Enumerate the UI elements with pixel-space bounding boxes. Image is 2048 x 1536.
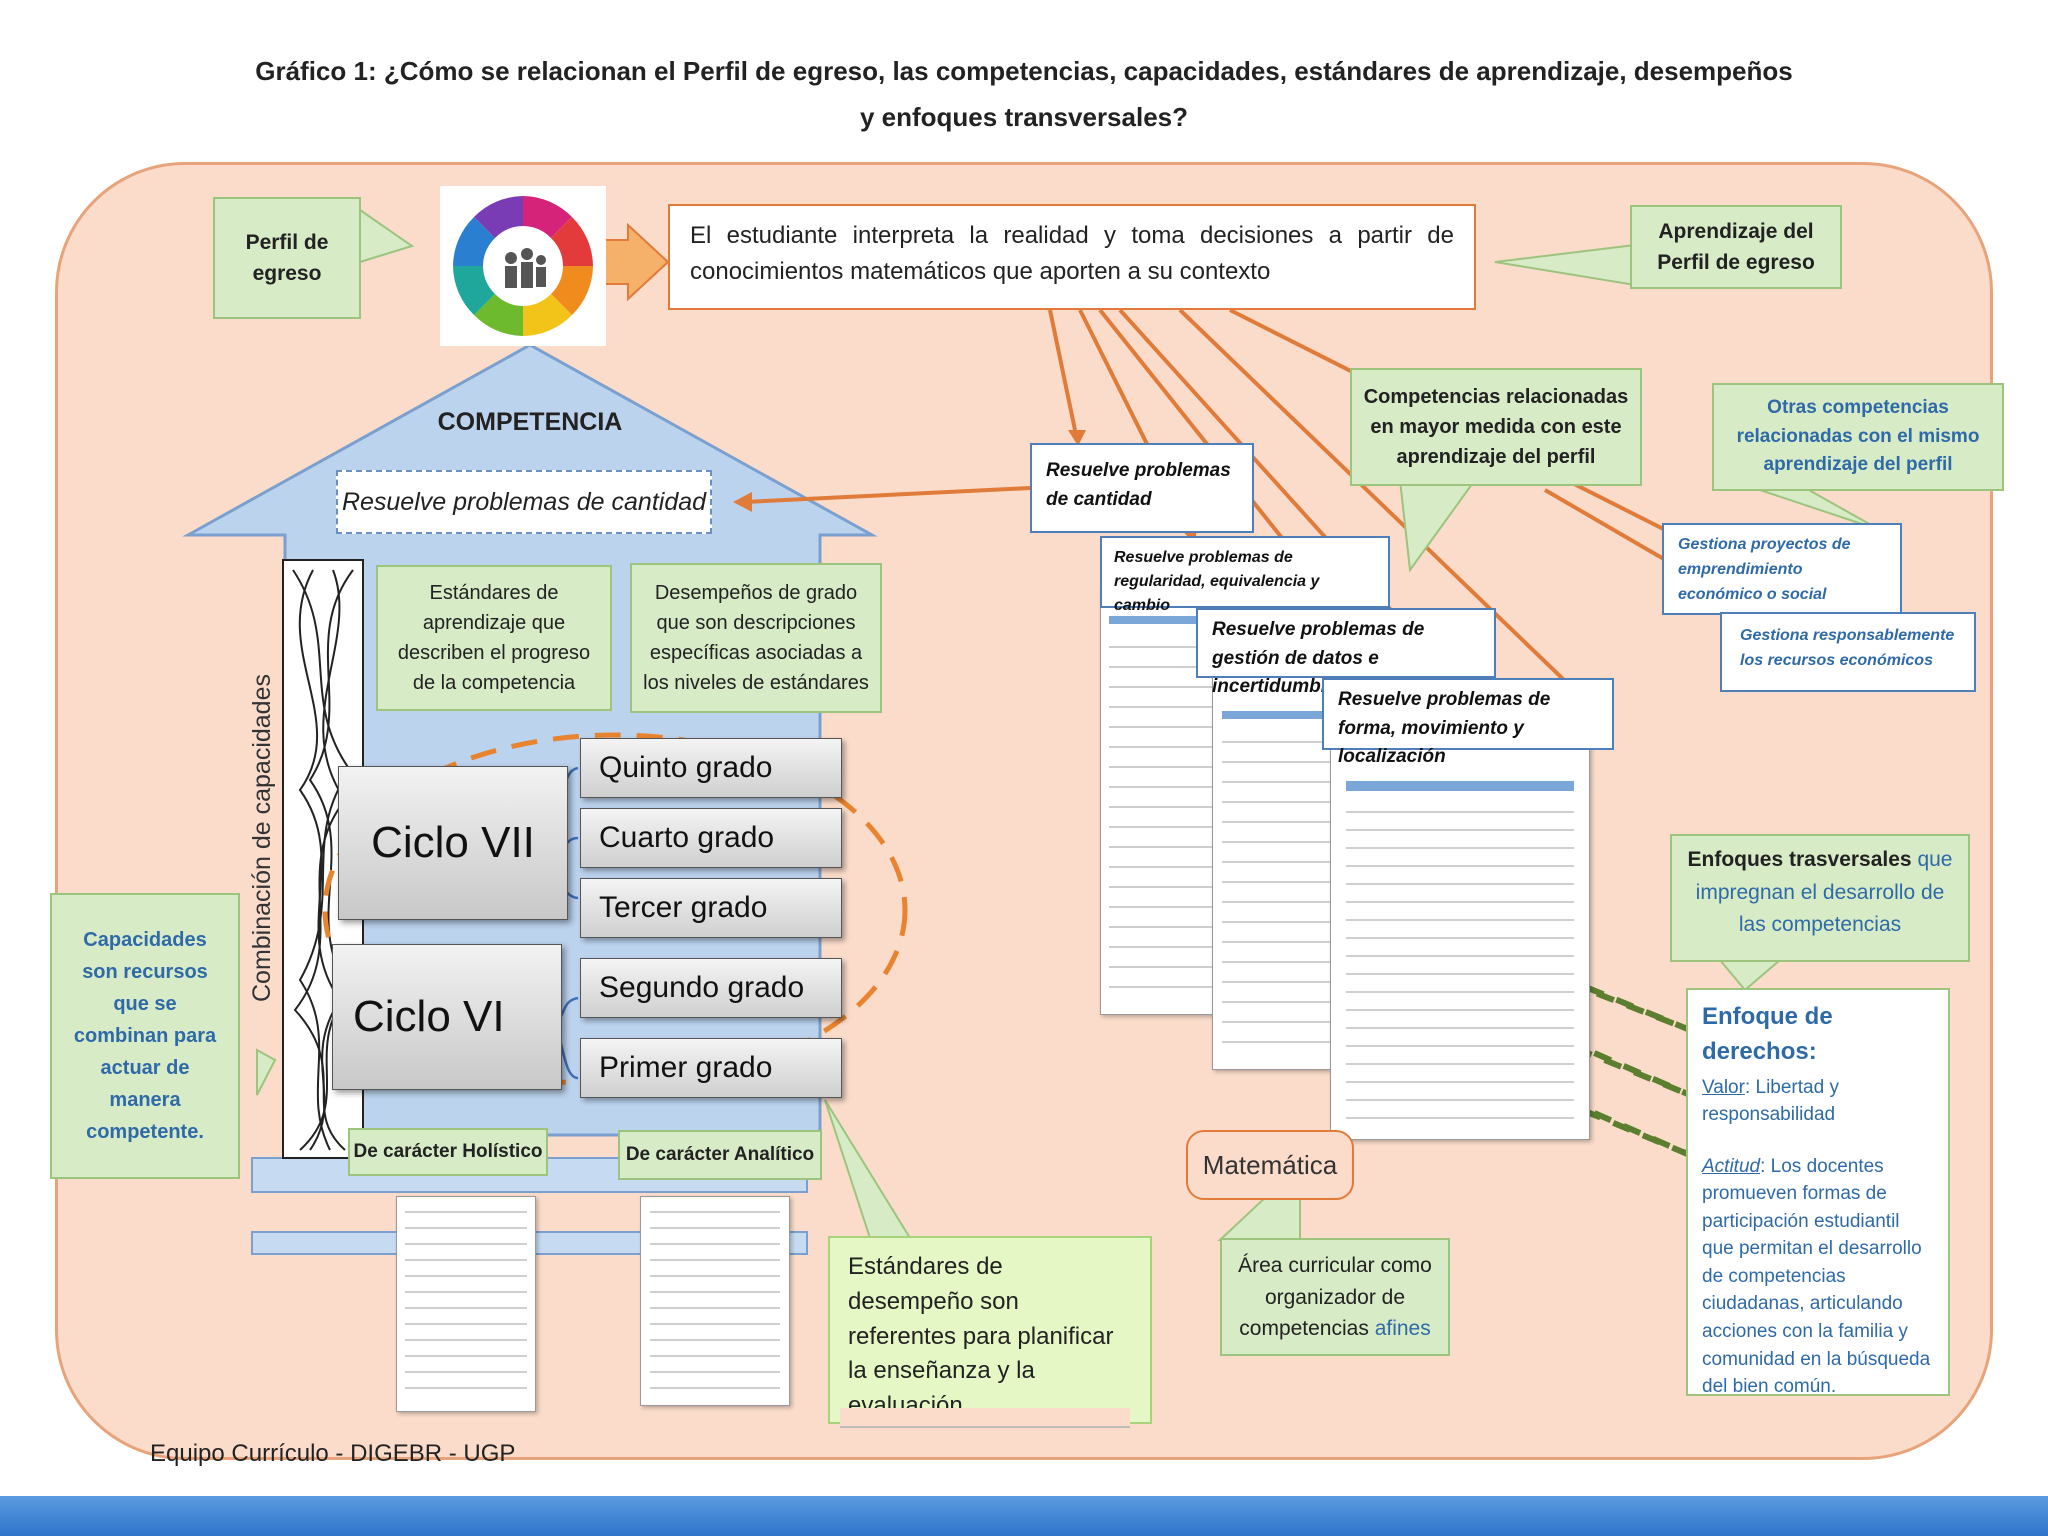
otra-competencia-emprendimiento-card: Gestiona proyectos de emprendimiento eco…	[1662, 523, 1902, 615]
otras-competencias-label: Otras competencias relacionadas con el m…	[1712, 383, 2004, 491]
enfoque-actitud: Actitud: Los docentes promueven formas d…	[1702, 1153, 1934, 1401]
competencia-cantidad-card: Resuelve problemas de cantidad	[1030, 443, 1254, 533]
enfoques-label-suffix: que impregnan el desarrollo de las compe…	[1695, 848, 1953, 937]
competencia-gestion-datos-card: Resuelve problemas de gestión de datos e…	[1196, 608, 1496, 697]
diagram-title-line2: y enfoques transversales?	[859, 102, 1189, 132]
ciclos-ellipse	[322, 732, 908, 1088]
capacidades-note: Capacidades son recursos que se combinan…	[50, 893, 240, 1179]
caracter-holistico-label: De carácter Holístico	[348, 1128, 548, 1176]
otra-competencia-recursos-card: Gestiona responsablemente los recursos e…	[1720, 612, 1976, 692]
area-curricular-note: Área curricular como organizador de comp…	[1220, 1238, 1450, 1356]
competencia-forma-card: Resuelve problemas de forma, movimiento …	[1322, 678, 1614, 767]
footer-credit: Equipo Currículo - DIGEBR - UGP	[150, 1440, 516, 1467]
grade-quinto: Quinto grado	[580, 738, 842, 798]
grade-cuarto: Cuarto grado	[580, 808, 842, 868]
doc-sheet-forma	[1330, 730, 1590, 1140]
perfil-egreso-label: Perfil de egreso	[213, 197, 361, 319]
perfil-statement: El estudiante interpreta la realidad y t…	[668, 204, 1476, 310]
valor-text: : Libertad y responsabilidad	[1702, 1076, 1839, 1126]
analitico-document-thumbnail	[640, 1196, 790, 1406]
ciclo-vii: Ciclo VII	[338, 766, 568, 920]
holistico-document-thumbnail	[396, 1196, 536, 1412]
enfoques-trasversales-label: Enfoques trasversales que impregnan el d…	[1670, 834, 1970, 962]
perfil-logo-frame	[440, 186, 606, 346]
enfoques-label-prefix: Enfoques trasversales	[1687, 848, 1912, 871]
diagram-title-line1: Gráfico 1: ¿Cómo se relacionan el Perfil…	[255, 56, 1793, 86]
competencias-relacionadas-label: Competencias relacionadas en mayor medid…	[1350, 368, 1642, 486]
desempenos-grado-label: Desempeños de grado que son descripcione…	[630, 563, 882, 713]
competencia-regularidad-card: Resuelve problemas de regularidad, equiv…	[1100, 536, 1390, 614]
grade-segundo: Segundo grado	[580, 958, 842, 1018]
caracter-analitico-label: De carácter Analítico	[618, 1130, 822, 1180]
valor-label: Valor	[1702, 1076, 1745, 1098]
enfoque-derechos-title: Enfoque de derechos:	[1702, 1003, 1833, 1065]
enfoque-valor: Valor: Libertad y responsabilidad	[1702, 1074, 1934, 1129]
estandares-desempeno-note: Estándares de desempeño son referentes p…	[828, 1236, 1152, 1424]
arrow-logo-to-statement	[604, 222, 670, 302]
grade-primer: Primer grado	[580, 1038, 842, 1098]
ciclo-vi: Ciclo VI	[332, 944, 562, 1090]
combinacion-capacidades-label: Combinación de capacidades	[248, 674, 276, 1002]
note-shadow	[840, 1408, 1130, 1428]
grade-tercer: Tercer grado	[580, 878, 842, 938]
area-matematica: Matemática	[1186, 1130, 1354, 1200]
estandares-aprendizaje-label: Estándares de aprendizaje que describen …	[376, 565, 612, 711]
actitud-text: : Los docentes promueven formas de parti…	[1702, 1155, 1931, 1398]
perfil-wheel-icon	[453, 196, 593, 336]
competencia-label: COMPETENCIA	[437, 408, 623, 436]
area-note-highlight: afines	[1374, 1317, 1431, 1340]
actitud-label: Actitud	[1702, 1155, 1761, 1177]
aprendizaje-perfil-label: Aprendizaje del Perfil de egreso	[1630, 205, 1842, 289]
enfoque-derechos-box: Enfoque de derechos: Valor: Libertad y r…	[1686, 988, 1950, 1397]
area-note-prefix: Área curricular como organizador de comp…	[1238, 1254, 1432, 1340]
bottom-band	[0, 1496, 2048, 1536]
competencia-name: Resuelve problemas de cantidad	[336, 470, 712, 534]
